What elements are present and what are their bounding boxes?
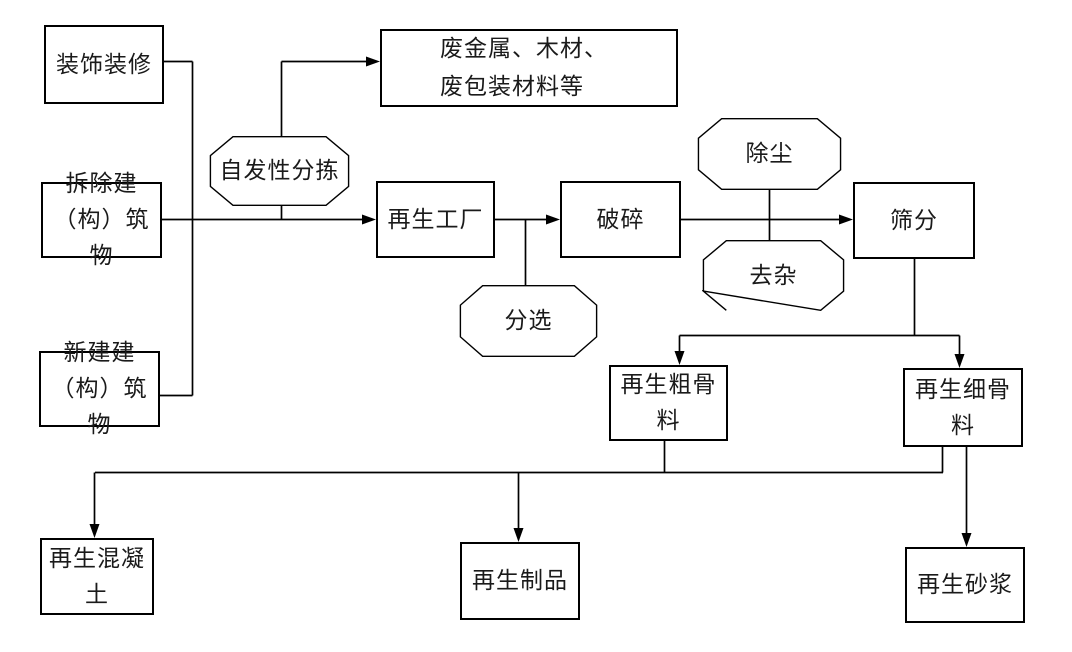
node-new-buildings: 新建建 （构）筑物 bbox=[39, 340, 160, 437]
node-recycled-products-label: 再生制品 bbox=[472, 568, 568, 593]
node-spontaneous-sorting-label: 自发性分拣 bbox=[219, 158, 340, 183]
node-sorting: 分选 bbox=[459, 285, 598, 357]
node-impurity-removal-label: 去杂 bbox=[749, 262, 798, 288]
arrowhead-into-fine bbox=[954, 354, 965, 368]
arrowhead-into-crushing bbox=[546, 214, 560, 225]
arrowhead-into-coarse bbox=[674, 351, 685, 365]
node-recycled-mortar: 再生砂浆 bbox=[905, 547, 1025, 623]
node-sorting-label: 分选 bbox=[504, 308, 553, 333]
node-recycling-factory-label: 再生工厂 bbox=[387, 206, 484, 232]
node-recycled-products: 再生制品 bbox=[460, 542, 580, 620]
node-recycled-mortar-label: 再生砂浆 bbox=[917, 572, 1013, 597]
node-waste-materials-label: 废金属、木材、 废包装材料等 bbox=[440, 36, 608, 99]
octagon-outline bbox=[459, 285, 598, 357]
node-coarse-aggregate-label: 再生粗骨料 bbox=[620, 372, 717, 433]
arrowhead-into-products bbox=[513, 528, 524, 542]
arrowhead-into-waste bbox=[366, 56, 380, 67]
node-dust-removal: 除尘 bbox=[697, 118, 842, 190]
node-impurity-removal: 去杂 bbox=[702, 240, 845, 311]
octagon-outline bbox=[697, 118, 842, 190]
node-recycled-concrete: 再生混凝土 bbox=[40, 538, 154, 615]
node-demolished-buildings: 拆除建 （构）筑物 bbox=[41, 171, 162, 268]
node-crushing: 破碎 bbox=[560, 181, 681, 258]
octagon-outline bbox=[702, 240, 845, 311]
node-recycled-concrete-label: 再生混凝土 bbox=[49, 545, 145, 607]
node-dust-removal-label: 除尘 bbox=[745, 141, 794, 166]
arrowhead-into-mortar bbox=[961, 533, 972, 547]
node-new-buildings-label: 新建建 （构）筑物 bbox=[51, 340, 148, 437]
node-crushing-label: 破碎 bbox=[596, 206, 645, 232]
node-screening-label: 筛分 bbox=[890, 207, 938, 233]
node-coarse-aggregate: 再生粗骨料 bbox=[609, 365, 728, 441]
node-fine-aggregate: 再生细骨料 bbox=[903, 368, 1023, 447]
arrowhead-into-factory bbox=[362, 214, 376, 225]
node-recycling-factory: 再生工厂 bbox=[376, 181, 495, 258]
node-spontaneous-sorting: 自发性分拣 bbox=[209, 136, 350, 206]
node-demolished-buildings-label: 拆除建 （构）筑物 bbox=[53, 171, 150, 268]
node-decoration-label: 装饰装修 bbox=[56, 51, 152, 77]
node-screening: 筛分 bbox=[853, 182, 975, 259]
octagon-outline bbox=[209, 136, 350, 206]
node-decoration: 装饰装修 bbox=[44, 25, 164, 104]
arrowhead-into-concrete bbox=[89, 524, 100, 538]
node-waste-materials: 废金属、木材、 废包装材料等 bbox=[380, 29, 678, 107]
node-fine-aggregate-label: 再生细骨料 bbox=[915, 376, 1011, 438]
arrowhead-into-screening bbox=[839, 214, 853, 225]
